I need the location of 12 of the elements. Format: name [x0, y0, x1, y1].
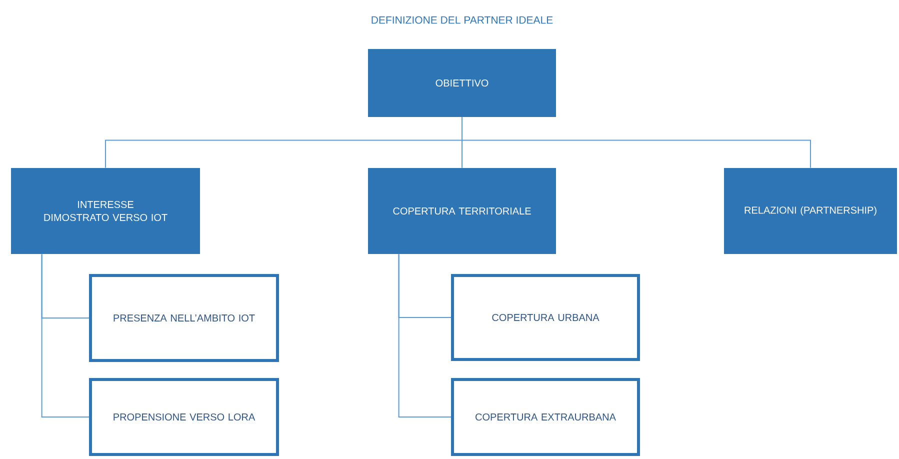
- category-box: OBIETTIVO: [368, 49, 556, 117]
- category-box: COPERTURA TERRITORIALE: [368, 168, 556, 254]
- connector-line: [398, 254, 452, 418]
- title: DEFINIZIONE DEL PARTNER IDEALE: [372, 16, 553, 24]
- category-box: RELAZIONI (PARTNERSHIP): [724, 168, 897, 254]
- subcategory-box: COPERTURA URBANA: [451, 274, 640, 361]
- subcategory-box: COPERTURA EXTRAURBANA: [451, 378, 640, 456]
- category-box: INTERESSE DIMOSTRATO VERSO IOT: [11, 168, 200, 254]
- subcategory-box: PROPENSIONE VERSO LORA: [89, 378, 279, 456]
- connector-line: [41, 254, 90, 418]
- connector-line: [462, 116, 811, 168]
- subcategory-box: PRESENZA NELL’AMBITO IOT: [89, 274, 279, 362]
